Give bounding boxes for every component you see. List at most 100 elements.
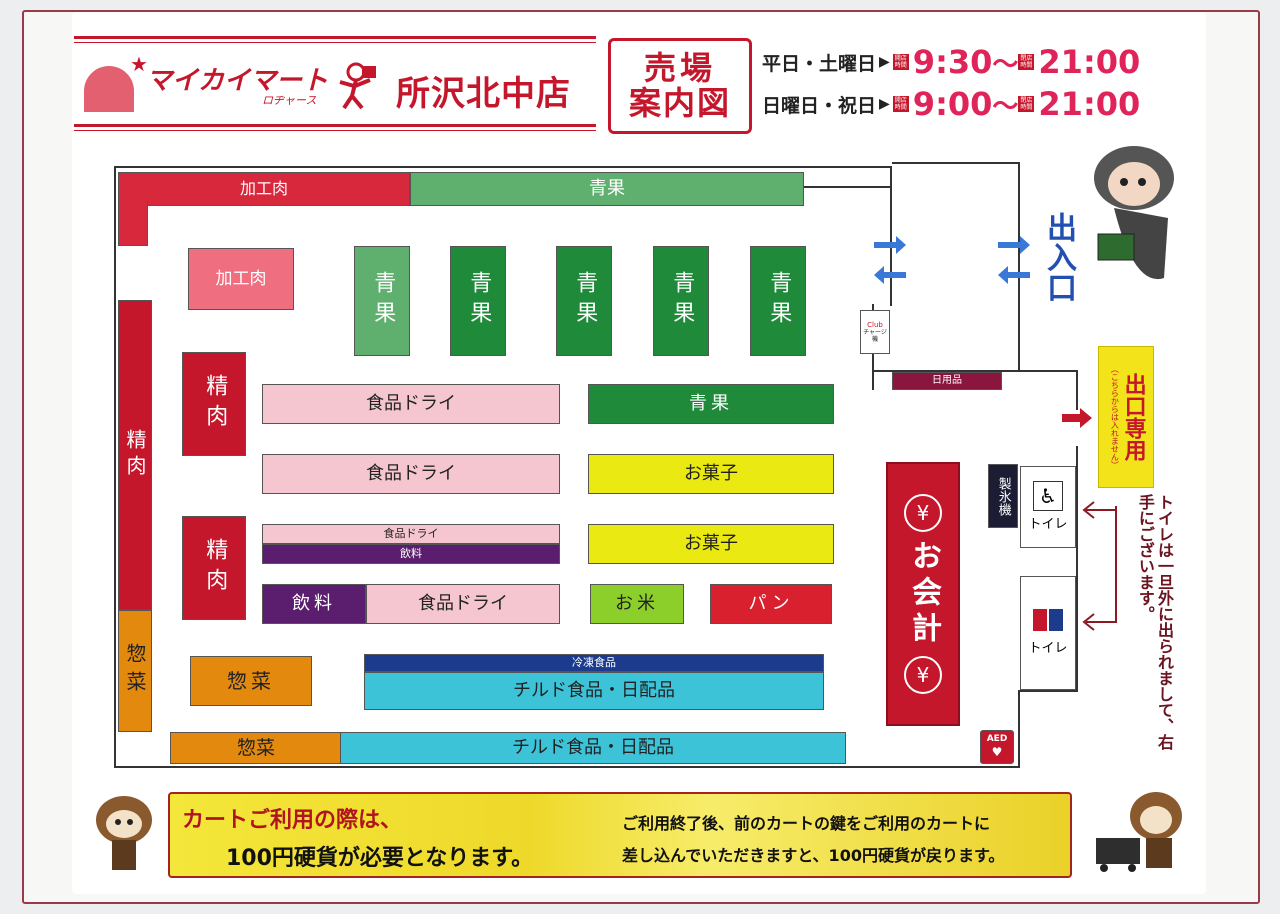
section-deli-bottom: 惣菜	[170, 732, 342, 764]
toilet-label: トイレ	[1028, 641, 1068, 657]
header-rule-top-thin	[74, 42, 596, 43]
section-label: 食品ドライ	[418, 593, 508, 615]
time-separator: 〜	[992, 91, 1019, 122]
hours-row-weekday: 平日・土曜日 ▶ 開店時間 9:30 〜 閉店時間 21:00	[762, 43, 1202, 81]
cart-return-line2: 差し込んでいただきますと、100円硬貨が戻ります。	[622, 846, 1005, 865]
section-drinks-small: 飲料	[262, 544, 560, 564]
toilet-label: トイレ	[1028, 517, 1068, 533]
section-label: 惣菜	[236, 736, 275, 759]
section-produce-wide: 青果	[588, 384, 834, 424]
section-label: 食品ドライ	[366, 393, 456, 415]
section-fresh-meat-left: 精肉	[118, 300, 152, 610]
section-dry-food-small: 食品ドライ	[262, 524, 560, 544]
section-label: 惣菜	[123, 643, 147, 699]
section-label: パン	[748, 593, 794, 615]
section-label: 青果	[766, 271, 792, 331]
section-produce-top: 青果	[410, 172, 804, 206]
wall-top	[114, 166, 892, 168]
mascot-top-right-icon	[1084, 138, 1190, 288]
section-label: 青果	[370, 271, 396, 331]
section-dry-food-3: 食品ドライ	[366, 584, 560, 624]
toilet-accessible: ♿ トイレ	[1020, 466, 1076, 548]
section-processed-meat-corner	[118, 200, 148, 246]
section-label: 青果	[669, 271, 695, 331]
wall-corner	[1018, 690, 1020, 768]
section-label: 青果	[466, 271, 492, 331]
section-rice: お米	[590, 584, 684, 624]
logo-mascot-icon	[322, 60, 382, 110]
section-drinks: 飲料	[262, 584, 366, 624]
close-time: 21:00	[1038, 43, 1141, 81]
section-deli-island: 惣菜	[190, 656, 312, 706]
section-frozen: 冷凍食品	[364, 654, 824, 672]
wall-exit-top	[1076, 370, 1078, 410]
wall-vestibule-left	[890, 166, 892, 306]
wall-toilet-right	[1076, 446, 1078, 692]
charge-machine: Club チャージ機	[860, 310, 890, 354]
section-label: 食品ドライ	[366, 463, 456, 485]
section-label: 飲料	[400, 547, 422, 561]
play-arrow-icon: ▶	[879, 54, 890, 70]
toilet-route-icon	[1082, 501, 1117, 631]
section-label: 日用品	[932, 375, 962, 386]
logo-star-icon: ★	[130, 52, 148, 76]
header-rule-top	[74, 36, 596, 39]
section-label: 精肉	[202, 374, 228, 434]
section-label: 青果	[689, 393, 733, 415]
exit-only-label: 出口専用	[1120, 373, 1146, 461]
section-chilled-bottom: チルド食品・日配品	[340, 732, 846, 764]
section-chilled-1: チルド食品・日配品	[364, 672, 824, 710]
header-rule-bottom-thin	[74, 130, 596, 131]
wheelchair-icon: ♿	[1033, 481, 1063, 512]
section-processed-meat-island: 加工肉	[188, 248, 294, 310]
section-label: お米	[615, 593, 659, 615]
open-time: 9:00	[912, 85, 993, 123]
section-label: 青果	[589, 178, 625, 200]
wall-vestibule-top	[892, 162, 1020, 164]
cart-return-line1: ご利用終了後、前のカートの鍵をご利用のカートに	[622, 814, 991, 833]
charge-label: チャージ機	[863, 329, 887, 344]
entrance-arrows-left-icon	[874, 236, 906, 284]
store-name: 所沢北中店	[396, 74, 571, 114]
aed-label: AED	[986, 734, 1008, 745]
header-rule-bottom	[74, 124, 596, 127]
guide-title-line2: 案内図	[628, 84, 731, 122]
section-label: 青果	[572, 271, 598, 331]
checkout-area: ¥ お会計 ¥	[886, 462, 960, 726]
close-time-tag: 閉店時間	[1018, 96, 1035, 112]
mascot-bottom-left-icon	[92, 790, 156, 878]
cart-notice-banner	[168, 792, 1072, 878]
section-label: お菓子	[684, 533, 738, 555]
yen-icon: ¥	[904, 656, 942, 694]
cart-notice-line2: 100円硬貨が必要となります。	[226, 846, 534, 871]
mascot-bottom-right-icon	[1092, 786, 1188, 876]
floor-guide-title: 売場 案内図	[608, 38, 752, 134]
section-produce-island-2: 青果	[450, 246, 506, 356]
wall-bottom	[114, 766, 1020, 768]
section-label: 加工肉	[239, 179, 288, 199]
wall-left	[114, 166, 116, 768]
section-label: 惣菜	[227, 669, 275, 693]
wall-toilet-bottom	[1018, 690, 1078, 692]
section-daily-goods: 日用品	[892, 372, 1002, 390]
section-label: 飲料	[292, 593, 336, 615]
club-label: Club	[867, 320, 883, 329]
guide-title-line1: 売場	[643, 48, 716, 87]
exit-arrow-icon	[1062, 408, 1092, 428]
section-produce-island-4: 青果	[653, 246, 709, 356]
section-label: 冷凍食品	[572, 656, 616, 670]
section-label: 食品ドライ	[383, 527, 439, 541]
toilet-general: トイレ	[1020, 576, 1076, 690]
section-label: 精肉	[123, 429, 147, 481]
section-fresh-meat-island-2: 精肉	[182, 516, 246, 620]
section-label: 加工肉	[215, 268, 267, 289]
section-label: チルド食品・日配品	[512, 737, 674, 759]
entrance-arrows-right-icon	[998, 236, 1030, 284]
heart-icon: ♥	[991, 745, 1003, 760]
exit-note: （こちらからは入れません）	[1110, 365, 1120, 469]
open-time: 9:30	[912, 43, 993, 81]
wall-vestibule-right	[1018, 162, 1020, 372]
section-dry-food-1: 食品ドライ	[262, 384, 560, 424]
open-time-tag: 開店時間	[892, 96, 909, 112]
wall-vestibule-inner	[804, 186, 892, 188]
